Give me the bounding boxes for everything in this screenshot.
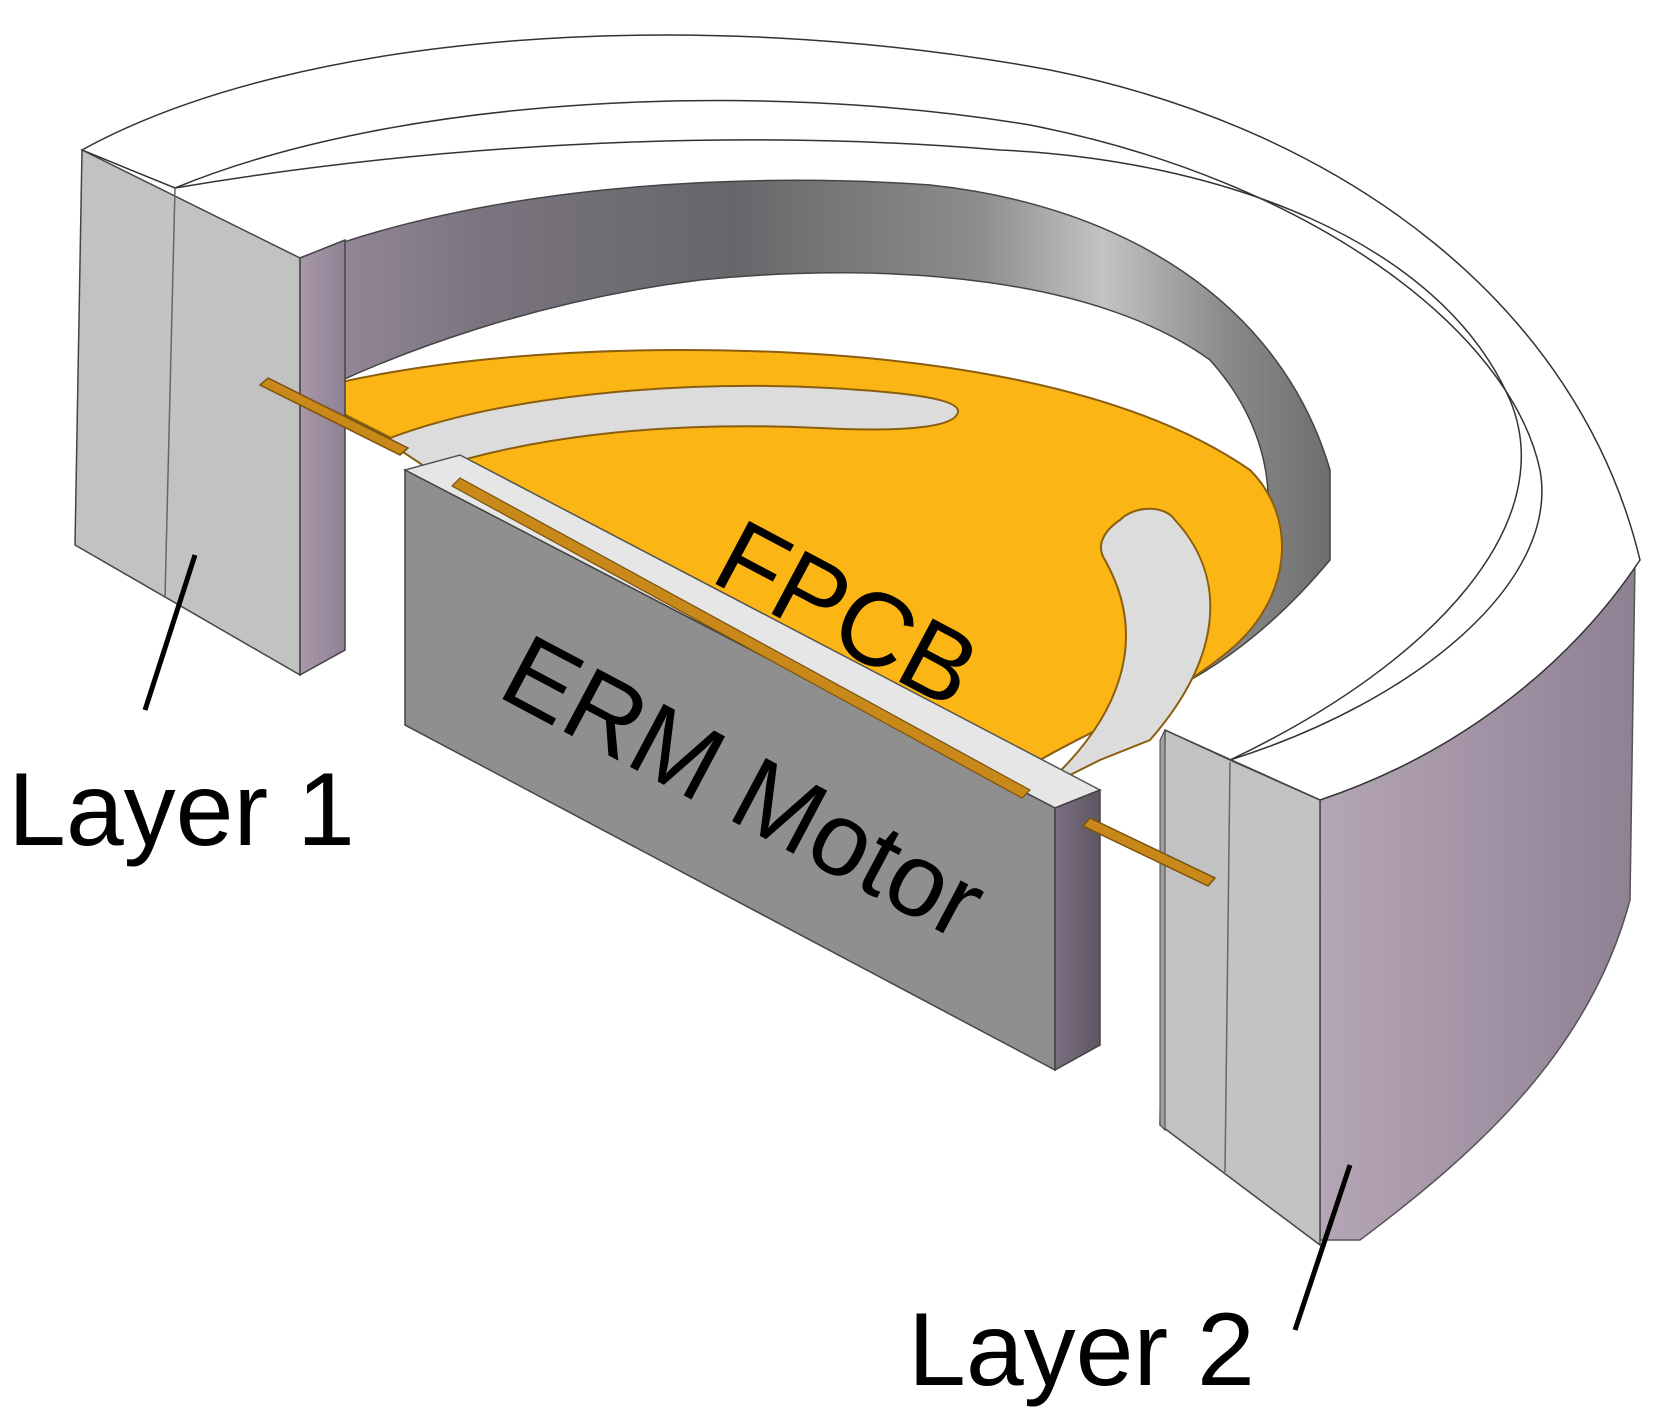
layer2-seam — [1224, 761, 1231, 1173]
erm-motor-side-face — [1054, 788, 1101, 1072]
layer2-top — [1164, 729, 1321, 801]
fpcb-tail-left — [258, 377, 410, 456]
fpcb-slot-right — [1039, 507, 1212, 791]
layer1-leader-line — [142, 554, 198, 711]
layer1-label: Layer 1 — [8, 752, 355, 868]
layer2-label: Layer 2 — [908, 1292, 1255, 1408]
layer1-cut-face — [74, 148, 301, 677]
layer2-leader-line — [1292, 1164, 1353, 1331]
layer1-inner-face — [299, 238, 346, 677]
fpcb-slot-upper — [382, 384, 959, 472]
layer1-seam — [164, 187, 176, 599]
fpcb-tail-right — [1081, 817, 1217, 887]
layer2-inner-face — [1159, 729, 1166, 1132]
fpcb-edge-strip — [451, 477, 1031, 799]
top-ring-inner-edge — [174, 99, 1543, 761]
layer2-cut-face — [1159, 728, 1321, 1247]
